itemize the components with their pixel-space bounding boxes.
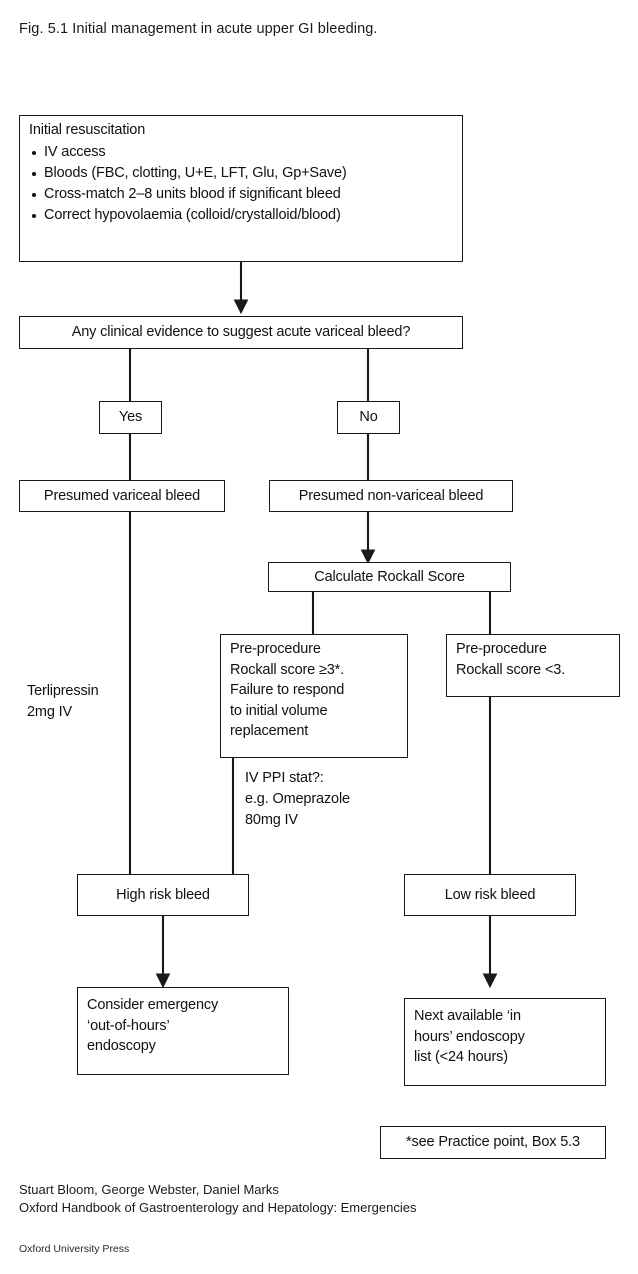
credits-source: Oxford Handbook of Gastroenterology and …	[19, 1199, 417, 1215]
node-initial-resuscitation: Initial resuscitation IV access Bloods (…	[19, 115, 463, 262]
rockall-low-label: Pre-procedure Rockall score <3.	[456, 641, 566, 678]
high-risk-label: High risk bleed	[116, 886, 210, 903]
node-high-risk-bleed: High risk bleed	[77, 874, 249, 916]
rockall-label: Calculate Rockall Score	[314, 568, 465, 585]
node-calculate-rockall-score: Calculate Rockall Score	[268, 562, 511, 592]
footnote-label: *see Practice point, Box 5.3	[406, 1134, 580, 1151]
node-presumed-variceal-bleed: Presumed variceal bleed	[19, 480, 225, 512]
node-rockall-score-high: Pre-procedure Rockall score ≥3*. Failure…	[220, 634, 408, 758]
node-low-risk-bleed: Low risk bleed	[404, 874, 576, 916]
variceal-label: Presumed variceal bleed	[43, 487, 201, 504]
decision-label: Any clinical evidence to suggest acute v…	[71, 324, 411, 341]
list-item: Correct hypovolaemia (colloid/crystalloi…	[29, 205, 453, 226]
credits-publisher: Oxford University Press	[19, 1243, 130, 1255]
list-item: Cross-match 2–8 units blood if significa…	[29, 184, 453, 205]
figure-caption: Fig. 5.1 Initial management in acute upp…	[19, 21, 378, 37]
node-in-hours-endoscopy: Next available ‘in hours’ endoscopy list…	[404, 998, 606, 1086]
node-no: No	[337, 401, 400, 434]
resuscitation-bullet-list: IV access Bloods (FBC, clotting, U+E, LF…	[29, 142, 453, 226]
label-iv-ppi: IV PPI stat?: e.g. Omeprazole 80mg IV	[245, 770, 350, 828]
node-rockall-score-low: Pre-procedure Rockall score <3.	[446, 634, 620, 697]
yes-label: Yes	[118, 409, 143, 426]
node-presumed-non-variceal-bleed: Presumed non-variceal bleed	[269, 480, 513, 512]
resuscitation-heading: Initial resuscitation	[29, 122, 146, 138]
rockall-high-label: Pre-procedure Rockall score ≥3*. Failure…	[230, 641, 345, 739]
low-risk-label: Low risk bleed	[444, 886, 536, 903]
non-variceal-label: Presumed non-variceal bleed	[298, 487, 484, 504]
list-item: IV access	[29, 142, 453, 163]
node-variceal-decision: Any clinical evidence to suggest acute v…	[19, 316, 463, 349]
node-yes: Yes	[99, 401, 162, 434]
list-item: Bloods (FBC, clotting, U+E, LFT, Glu, Gp…	[29, 163, 453, 184]
emergency-endoscopy-label: Consider emergency ‘out-of-hours’ endosc…	[87, 997, 219, 1054]
no-label: No	[359, 409, 378, 426]
label-terlipressin: Terlipressin 2mg IV	[27, 683, 99, 720]
node-footnote-practice-point: *see Practice point, Box 5.3	[380, 1126, 606, 1159]
node-emergency-endoscopy: Consider emergency ‘out-of-hours’ endosc…	[77, 987, 289, 1075]
credits-authors: Stuart Bloom, George Webster, Daniel Mar…	[19, 1182, 279, 1197]
in-hours-endoscopy-label: Next available ‘in hours’ endoscopy list…	[414, 1008, 525, 1065]
credits-block: Stuart Bloom, George Webster, Daniel Mar…	[19, 1181, 416, 1216]
